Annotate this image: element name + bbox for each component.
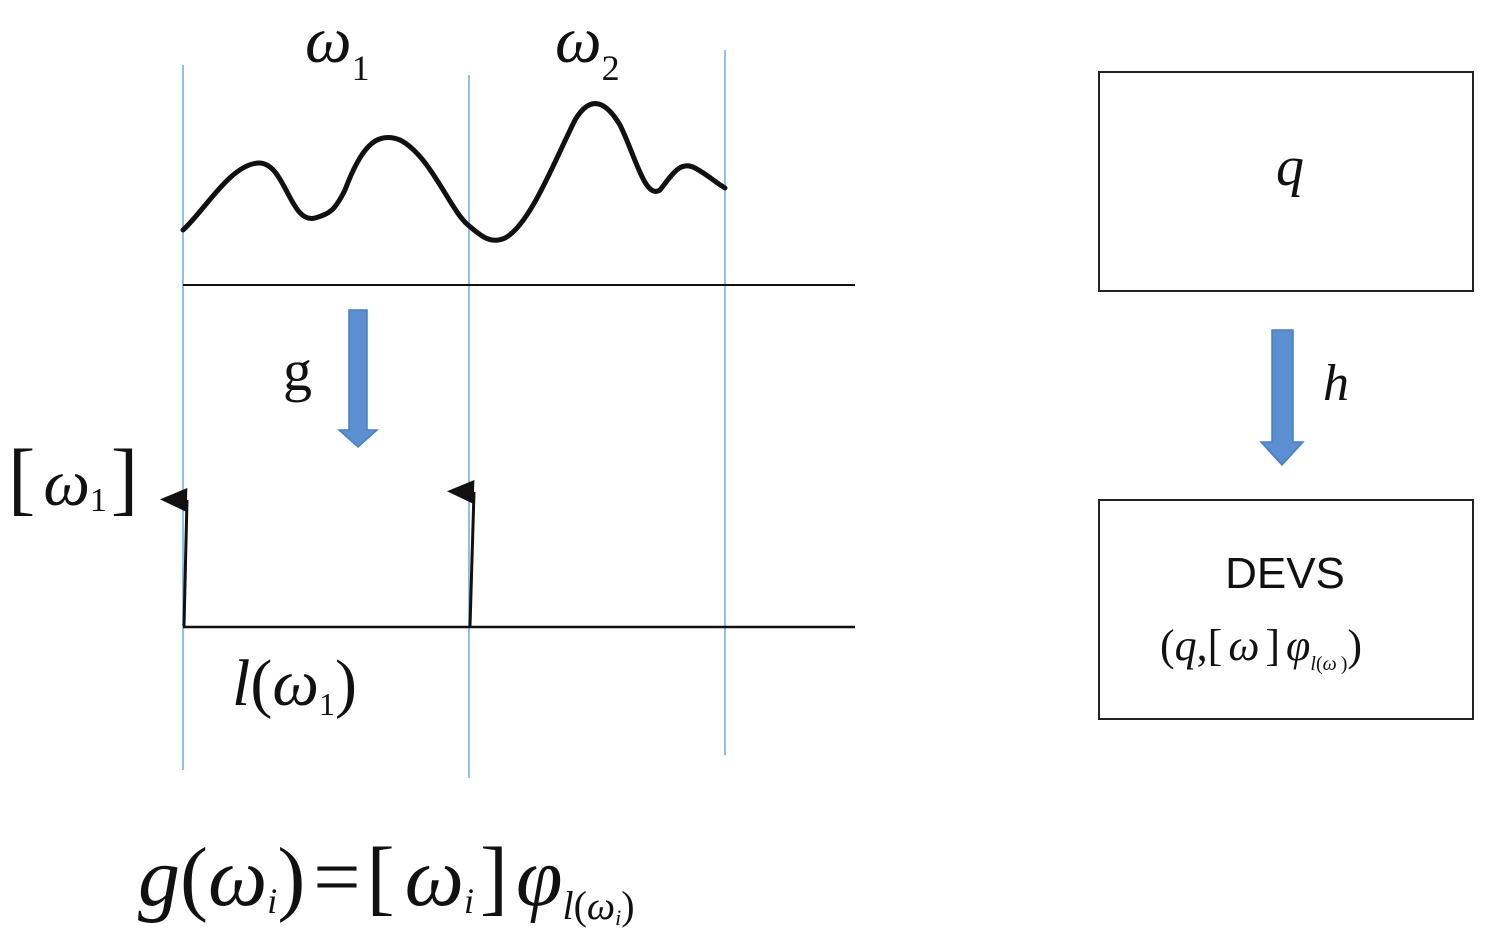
h-mapping-arrow <box>1259 329 1305 467</box>
state-box <box>1098 71 1474 292</box>
segment-2-label: ω2 <box>555 4 620 88</box>
devs-box <box>1098 499 1474 720</box>
event-value-label: [ω1] <box>8 432 138 523</box>
h-mapping-label: h <box>1323 355 1349 412</box>
event-impulse-2 <box>447 480 476 627</box>
g-mapping-arrow <box>337 309 379 449</box>
event-time-label: l(ω1) <box>232 647 357 722</box>
signal-waveform <box>180 101 728 243</box>
segment-1-label: ω1 <box>305 4 370 88</box>
event-impulse-1 <box>160 488 189 627</box>
devs-expression: (q,[ω]φl(ω)) <box>1160 621 1362 675</box>
g-mapping-label: g <box>283 338 312 403</box>
state-label: q <box>1276 136 1304 198</box>
g-equation: g(ωi)=[ωi]φl(ωi) <box>138 831 635 930</box>
devs-title: DEVS <box>1225 549 1345 598</box>
